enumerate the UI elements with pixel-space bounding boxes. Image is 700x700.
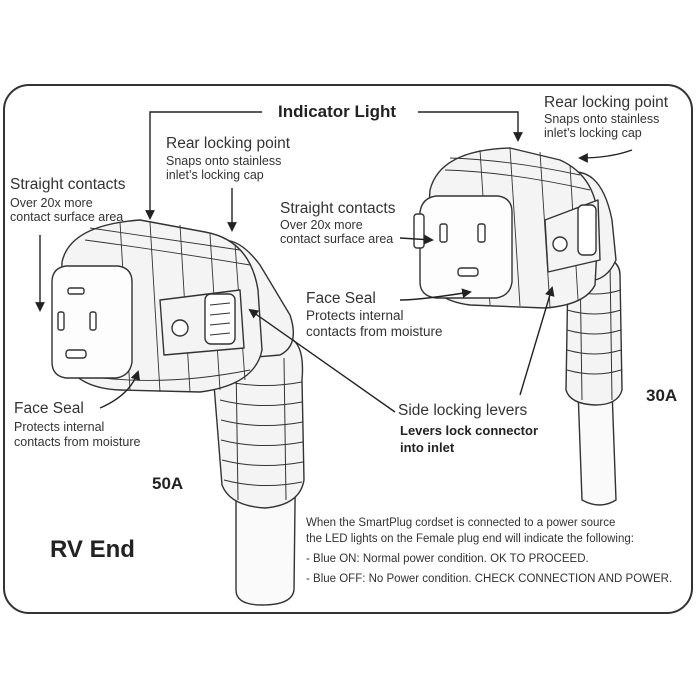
face-seal-mid-title: Face Seal [306, 290, 376, 307]
rv-end-label: RV End [50, 536, 135, 563]
side-locking-sub1: Levers lock connector [400, 423, 538, 438]
face-seal-left-title: Face Seal [14, 400, 84, 417]
face-seal-mid-sub1: Protects internal [306, 308, 404, 323]
indicator-arrow-left [145, 111, 262, 220]
rear-lock-right-arrow [578, 149, 633, 163]
diagram-frame [3, 84, 693, 614]
connector-30a [413, 147, 623, 506]
indicator-arrow-right [418, 111, 523, 142]
straight-contacts-mid-sub2: contact surface area [280, 232, 394, 246]
rear-locking-left-sub1: Snaps onto stainless [166, 154, 282, 168]
straight-contacts-left-sub2: contact surface area [10, 210, 124, 224]
straight-contacts-mid-title: Straight contacts [280, 200, 396, 217]
straight-mid-arrow [399, 234, 434, 245]
face-seal-left-sub1: Protects internal [14, 420, 105, 434]
rear-locking-left-sub2: inlet’s locking cap [166, 168, 264, 182]
side-lock-arrow-left [248, 308, 396, 413]
face-seal-mid-arrow [399, 288, 472, 301]
amp-30-label: 30A [646, 386, 678, 405]
note-line-2: the LED lights on the Female plug end wi… [306, 533, 634, 545]
side-lock-arrow-right [519, 286, 555, 396]
rear-locking-right-sub1: Snaps onto stainless [544, 112, 660, 126]
side-locking-sub2: into inlet [400, 440, 455, 455]
face-seal-mid-sub2: contacts from moisture [306, 324, 443, 339]
note-line-3: - Blue ON: Normal power condition. OK TO… [306, 553, 589, 565]
side-locking-title: Side locking levers [398, 402, 528, 419]
rear-locking-left-title: Rear locking point [166, 135, 291, 152]
rear-locking-right-sub2: inlet’s locking cap [544, 126, 642, 140]
note-line-4: - Blue OFF: No Power condition. CHECK CO… [306, 573, 673, 585]
straight-contacts-mid-sub1: Over 20x more [280, 218, 363, 232]
leader-lines [35, 111, 633, 413]
rear-locking-right-title: Rear locking point [544, 94, 669, 111]
amp-50-label: 50A [152, 474, 184, 493]
indicator-light-label: Indicator Light [278, 102, 397, 121]
face-seal-left-sub2: contacts from moisture [14, 435, 141, 449]
connector-50a [51, 219, 305, 606]
face-seal-left-arrow [99, 370, 141, 409]
note-line-1: When the SmartPlug cordset is connected … [306, 517, 616, 529]
straight-contacts-left-sub1: Over 20x more [10, 196, 93, 210]
straight-contacts-left-title: Straight contacts [10, 176, 126, 193]
